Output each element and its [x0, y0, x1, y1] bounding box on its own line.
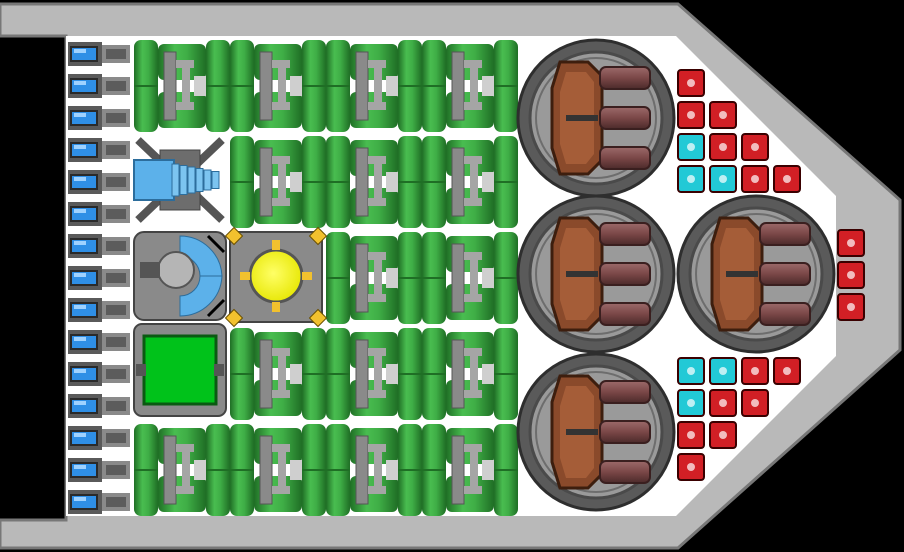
armor-block-icon — [677, 69, 705, 97]
fuel-tank-grid — [134, 40, 518, 516]
armor-block-icon — [677, 133, 705, 161]
armor-block-icon — [741, 165, 769, 193]
thruster-icon — [68, 106, 130, 130]
fuel-tank-icon — [326, 328, 422, 420]
triple-cannon-turret-icon — [516, 194, 676, 354]
fuel-tank-icon — [230, 40, 326, 132]
armor-block-icon — [677, 453, 705, 481]
thruster-icon — [68, 202, 130, 226]
fuel-tank-icon — [326, 424, 422, 516]
armor-block-icon — [709, 133, 737, 161]
special-modules — [133, 136, 328, 417]
fuel-tank-icon — [326, 136, 422, 228]
fuel-tank-icon — [422, 328, 518, 420]
thruster-icon — [68, 298, 130, 322]
armor-block-icon — [709, 357, 737, 385]
thruster-icon — [68, 170, 130, 194]
fuel-tank-icon — [230, 424, 326, 516]
reactor-core-icon — [224, 226, 328, 328]
armor-block-icon — [709, 389, 737, 417]
thruster-icon — [68, 138, 130, 162]
fuel-tank-icon — [422, 232, 518, 324]
thruster-icon — [68, 458, 130, 482]
turret-group — [516, 38, 836, 512]
armor-block-icon — [837, 229, 865, 257]
armor-block-icon — [837, 261, 865, 289]
fuel-tank-icon — [422, 424, 518, 516]
thruster-icon — [68, 490, 130, 514]
armor-block-icon — [709, 421, 737, 449]
armor-block-icon — [773, 165, 801, 193]
armor-block-icon — [677, 421, 705, 449]
armor-block-icon — [837, 293, 865, 321]
armor-block-icon — [741, 389, 769, 417]
triple-cannon-turret-icon — [516, 352, 676, 512]
thruster-icon — [68, 362, 130, 386]
fuel-tank-icon — [326, 232, 422, 324]
thruster-icon — [68, 42, 130, 66]
thruster-icon — [68, 74, 130, 98]
thruster-icon — [68, 234, 130, 258]
triple-cannon-turret-icon — [516, 38, 676, 198]
fuel-tank-icon — [134, 40, 230, 132]
drill-module-icon — [133, 136, 226, 224]
hangar-bay-icon — [133, 323, 227, 417]
armor-block-icon — [677, 165, 705, 193]
shield-generator-icon — [133, 231, 227, 321]
armor-block-icon — [773, 357, 801, 385]
armor-block-icon — [677, 389, 705, 417]
fuel-tank-icon — [134, 424, 230, 516]
armor-block-icon — [741, 133, 769, 161]
armor-block-icon — [709, 101, 737, 129]
fuel-tank-icon — [230, 328, 326, 420]
fuel-tank-icon — [422, 40, 518, 132]
fuel-tank-icon — [230, 136, 326, 228]
thruster-icon — [68, 330, 130, 354]
armor-block-icon — [709, 165, 737, 193]
fuel-tank-icon — [326, 40, 422, 132]
thruster-icon — [68, 266, 130, 290]
thruster-icon — [68, 394, 130, 418]
armor-block-icon — [677, 101, 705, 129]
armor-block-group — [677, 69, 865, 481]
fuel-tank-icon — [422, 136, 518, 228]
thruster-icon — [68, 426, 130, 450]
engine-column — [68, 42, 130, 514]
triple-cannon-turret-icon — [676, 194, 836, 354]
armor-block-icon — [677, 357, 705, 385]
armor-block-icon — [741, 357, 769, 385]
